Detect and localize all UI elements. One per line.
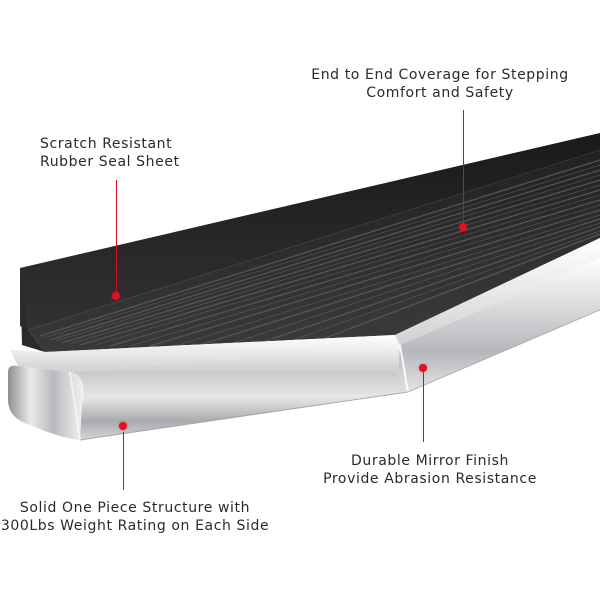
callout-scratch-dot	[112, 292, 120, 300]
aluminum-front-face	[70, 345, 408, 440]
callout-coverage-line-1: End to End Coverage for Stepping	[311, 67, 569, 83]
rubber-top-surface	[28, 150, 600, 352]
callout-scratch-line-2: Rubber Seal Sheet	[40, 154, 180, 170]
callout-coverage-leader	[463, 110, 464, 224]
callout-scratch-text: Scratch Resistant Rubber Seal Sheet	[40, 135, 240, 171]
rubber-ribs	[39, 159, 600, 347]
rubber-rib-highlights	[43, 164, 600, 347]
callout-coverage-line-2: Comfort and Safety	[366, 85, 514, 101]
callout-coverage-text: End to End Coverage for Stepping Comfort…	[300, 66, 580, 102]
aluminum-side-face	[398, 258, 600, 392]
callout-mirror-text: Durable Mirror Finish Provide Abrasion R…	[310, 452, 550, 488]
callout-mirror-line-1: Durable Mirror Finish	[351, 453, 509, 469]
aluminum-lip-side	[395, 238, 600, 345]
callout-structure-line-1: Solid One Piece Structure with	[19, 500, 251, 516]
rubber-back-wall	[20, 133, 600, 330]
callout-scratch-line-1: Scratch Resistant	[40, 136, 173, 152]
callout-mirror-leader	[423, 372, 424, 442]
callout-mirror-dot	[419, 364, 427, 372]
callout-structure-line-2: 300Lbs Weight Rating on Each Side	[0, 518, 270, 534]
callout-structure-leader	[123, 432, 124, 490]
callout-structure-dot	[119, 422, 127, 430]
callout-scratch-leader	[116, 180, 117, 292]
aluminum-lip-front	[10, 335, 400, 372]
aluminum-end-cap	[8, 365, 84, 440]
callout-mirror-line-2: Provide Abrasion Resistance	[323, 471, 537, 487]
callout-structure-text: Solid One Piece Structure with 300Lbs We…	[0, 499, 270, 535]
callout-coverage-dot	[459, 223, 467, 231]
